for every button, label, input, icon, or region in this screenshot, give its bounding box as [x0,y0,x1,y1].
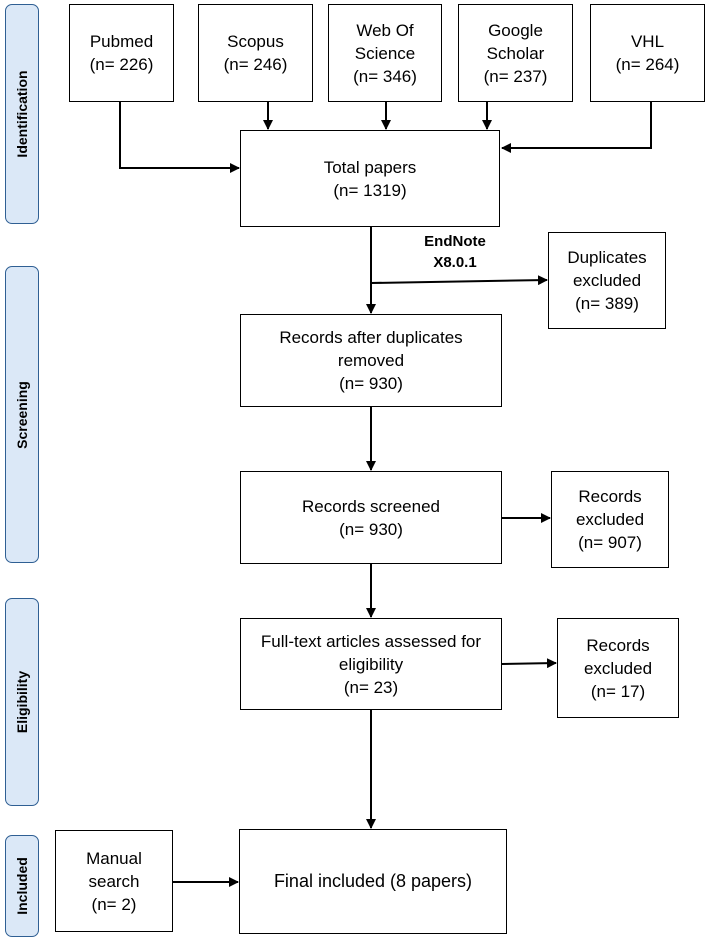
source-name-line2: Science [354,43,416,63]
screened-label: Records screened [302,496,440,516]
phase-eligibility: Eligibility [5,598,39,806]
after-duplicates-line1: Records after duplicates [279,328,463,347]
dedup-tool-label: EndNote X8.0.1 [400,231,510,273]
phase-included: Included [5,835,39,937]
source-name: Scopus [227,32,284,51]
source-vhl-box: VHL (n= 264) [590,4,705,102]
arrow-to-duplicates-excluded [370,275,548,286]
manual-search-box: Manual search (n= 2) [55,830,173,932]
source-count: (n= 226) [89,55,154,74]
screening-excluded-line2: excluded [575,510,645,529]
fulltext-assessed-box: Full-text articles assessed for eligibil… [240,618,502,710]
fulltext-line1: Full-text articles assessed for [260,631,482,651]
fulltext-count: (n= 23) [343,677,399,697]
source-web-of-science-box: Web Of Science (n= 346) [328,4,442,102]
source-count: (n= 246) [223,55,288,74]
arrow-vhl-to-total [501,102,652,153]
screening-excluded-line1: Records [578,487,642,506]
source-count: (n= 264) [615,55,680,74]
source-count: (n= 237) [483,66,548,86]
screening-excluded-count: (n= 907) [578,533,642,552]
eligibility-excluded-box: Records excluded (n= 17) [557,618,679,718]
duplicates-line1: Duplicates [567,248,647,267]
source-name-line1: Google [488,20,543,40]
phase-screening: Screening [5,266,39,563]
source-google-scholar-box: Google Scholar (n= 237) [458,4,573,102]
manual-line2: search [88,871,140,891]
total-papers-box: Total papers (n= 1319) [240,130,500,227]
eligibility-excluded-line1: Records [586,635,650,655]
source-scopus-box: Scopus (n= 246) [198,4,313,102]
manual-count: (n= 2) [91,894,137,914]
duplicates-line2: excluded [572,271,642,290]
duplicates-excluded-box: Duplicates excluded (n= 389) [548,232,666,329]
manual-line1: Manual [86,848,142,868]
duplicates-count: (n= 389) [575,294,639,313]
eligibility-excluded-line2: excluded [583,658,653,678]
phase-identification: Identification [5,4,39,224]
screening-excluded-box: Records excluded (n= 907) [551,471,669,568]
after-duplicates-count: (n= 930) [339,374,403,393]
final-included-box: Final included (8 papers) [239,829,507,934]
eligibility-excluded-count: (n= 17) [590,681,646,701]
total-label: Total papers [323,157,417,177]
dedup-tool-line2: X8.0.1 [433,254,477,271]
source-count: (n= 346) [353,66,417,86]
records-after-duplicates-box: Records after duplicates removed (n= 930… [240,314,502,407]
total-count: (n= 1319) [333,180,407,200]
after-duplicates-line2: removed [337,351,405,370]
source-name: VHL [630,32,665,51]
records-screened-box: Records screened (n= 930) [240,471,502,564]
final-label: Final included (8 papers) [273,871,473,891]
dedup-tool-line1: EndNote [424,233,486,250]
source-name: Pubmed [89,32,154,51]
source-name-line2: Scholar [486,43,545,63]
screened-count: (n= 930) [339,519,403,539]
source-name-line1: Web Of [356,20,414,40]
fulltext-line2: eligibility [338,654,404,674]
arrow-fulltext-to-excluded [501,658,557,669]
arrow-pubmed-to-total [119,102,240,173]
source-pubmed-box: Pubmed (n= 226) [69,4,174,102]
